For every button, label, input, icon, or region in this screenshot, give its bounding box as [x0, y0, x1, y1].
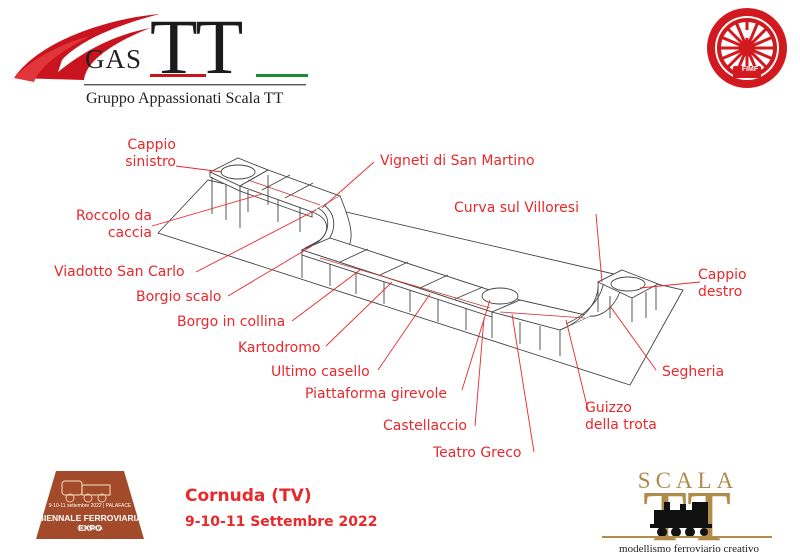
- logo-gas-text: GAS: [85, 44, 143, 74]
- leader-cappio-sinistro: [175, 165, 223, 173]
- leader-kartodromo: [325, 281, 393, 347]
- leader-vigneti: [321, 161, 375, 209]
- leader-ultimo-casello: [377, 293, 431, 371]
- event-city: Cornuda (TV): [185, 486, 312, 506]
- leader-castellaccio: [474, 317, 485, 427]
- fimf-badge-text: FIMF: [741, 66, 759, 73]
- logo-subtitle: Gruppo Appassionati Scala TT: [86, 90, 284, 107]
- turntable: [481, 287, 519, 305]
- fimf-wheel-icon: [707, 8, 787, 88]
- label-kartodromo: Kartodromo: [238, 340, 321, 356]
- label-ultimo-casello: Ultimo casello: [271, 364, 370, 380]
- leader-teatro-greco: [511, 313, 535, 453]
- gas-tt-swoosh: [14, 14, 308, 86]
- leader-guizzo: [565, 319, 589, 411]
- leader-borgo-collina: [291, 269, 361, 322]
- label-cappio-sinistro: Cappio sinistro: [125, 137, 176, 170]
- leader-piattaforma: [461, 299, 491, 391]
- logo-tt-text: TT: [150, 3, 243, 90]
- label-castellaccio: Castellaccio: [383, 418, 467, 434]
- label-vigneti-di-san-martino: Vigneti di San Martino: [380, 153, 535, 169]
- leader-cappio-destro: [639, 281, 701, 289]
- scala-logo-word: SCALA: [637, 468, 739, 493]
- label-curva-sul-villoresi: Curva sul Villoresi: [454, 200, 579, 216]
- label-viadotto-san-carlo: Viadotto San Carlo: [54, 264, 185, 280]
- leader-segheria: [609, 305, 657, 371]
- leader-viadotto: [195, 209, 317, 273]
- event-dates: 9-10-11 Settembre 2022: [185, 514, 378, 530]
- label-piattaforma-girevole: Piattaforma girevole: [305, 386, 448, 402]
- biennale-logo: [36, 471, 144, 539]
- leader-borgio-scalo: [227, 245, 313, 297]
- leader-curva-villoresi: [595, 213, 603, 283]
- right-loop-platform: [596, 269, 660, 299]
- scala-logo-subtitle: modellismo ferroviario creativo: [619, 543, 759, 555]
- label-cappio-destro: Cappio destro: [698, 267, 747, 300]
- label-roccolo-da-caccia: Roccolo da caccia: [76, 208, 152, 241]
- biennale-date-line: 9-10-11 settembre 2022 | PALAFACE: [48, 503, 132, 509]
- label-guizzo-della-trota: Guizzo della trota: [585, 400, 657, 433]
- scala-tt-logo: TT: [602, 488, 772, 544]
- biennale-title: BIENNALE FERROVIARIA EXPO: [37, 513, 143, 533]
- label-borgio-scalo: Borgio scalo: [136, 289, 222, 305]
- leader-roccolo: [151, 193, 263, 227]
- label-teatro-greco: Teatro Greco: [433, 445, 522, 461]
- label-borgo-in-collina: Borgo in collina: [177, 314, 286, 330]
- label-segheria: Segheria: [662, 364, 725, 380]
- biennale-place: CORNUDA: [77, 526, 103, 532]
